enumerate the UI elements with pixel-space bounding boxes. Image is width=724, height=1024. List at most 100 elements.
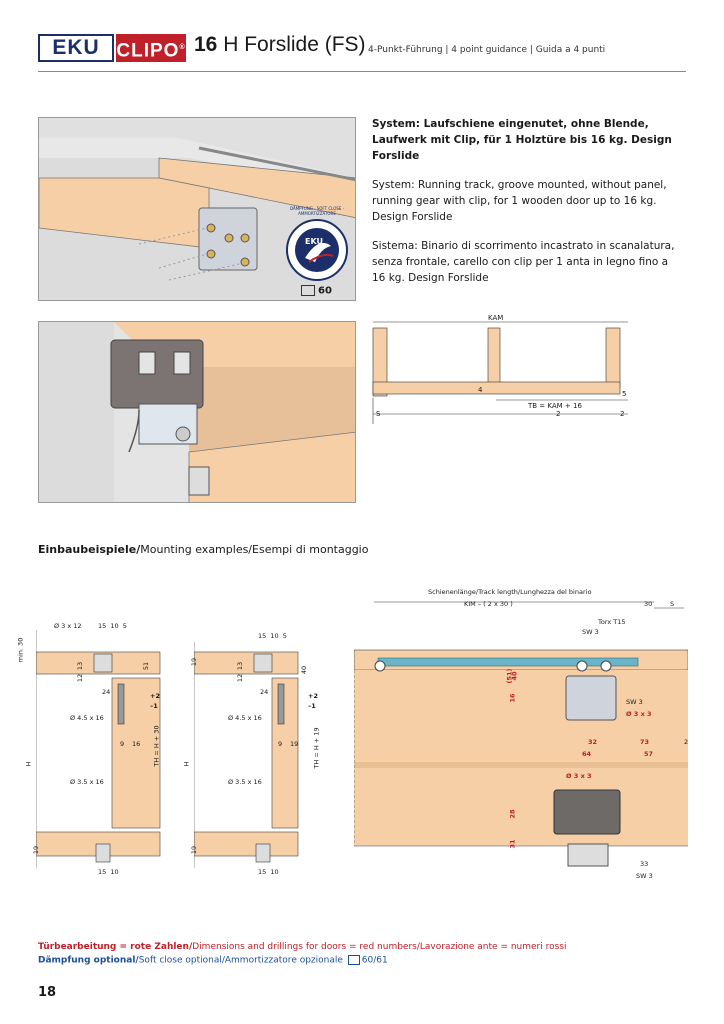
sw3-label-2: SW 3	[626, 698, 643, 706]
mid-d19b: 19	[290, 740, 299, 748]
mounting-heading: Einbaubeispiele/Mounting examples/Esempi…	[38, 543, 368, 556]
badge-ring-text: DÄMPFUNG · SOFT CLOSE · AMMORTIZZATORE	[289, 206, 344, 216]
left-d12: 12	[76, 673, 85, 683]
product-illustration-top: EKU DÄMPFUNG · SOFT CLOSE · AMMORTIZZATO…	[38, 117, 356, 301]
section-mid-svg	[193, 642, 299, 868]
sw3-label-3: SW 3	[636, 872, 653, 880]
left-min30: min. 30	[16, 637, 25, 663]
mid-d24: 24	[260, 688, 269, 696]
eku-logo: EKU	[38, 34, 114, 62]
header-divider	[38, 71, 686, 72]
track-length-label: Schienenlänge/Track length/Lunghezza del…	[428, 588, 592, 596]
dim-2: 2	[684, 738, 689, 746]
mid-d45x16: Ø 4.5 x 16	[228, 714, 262, 722]
dim-5-label: 5	[622, 390, 627, 398]
cabinet-dimension-drawing: KAM 4 5 TB = KAM + 16 2 S 2	[370, 314, 634, 426]
cabinet-dimension-svg	[372, 321, 628, 424]
footer-line-2: Dämpfung optional/Soft close optional/Am…	[38, 955, 388, 966]
page-title: 16 H Forslide (FS)	[194, 33, 366, 57]
mid-d19: 19	[190, 657, 199, 667]
left-bottom-dims: 15 10	[98, 868, 119, 876]
left-th: TH = H + 30	[152, 725, 161, 767]
s-label: S	[376, 410, 381, 418]
model-number: 16	[194, 33, 218, 56]
dim-57: 57	[644, 750, 654, 758]
footer-red-label: Türbearbeitung = rote Zahlen/	[38, 942, 193, 952]
left-top-dims: 15 10 5	[98, 622, 127, 630]
footer-line2-rest: Soft close optional/Ammortizzatore opzio…	[138, 955, 343, 966]
product-illustration-top-drawing	[39, 118, 355, 300]
left-d35x16: Ø 3.5 x 16	[70, 778, 104, 786]
dim-3x3: Ø 3 x 3	[626, 710, 652, 718]
section-drawing-left: Ø 3 x 12 15 10 5 min. 30 51 13 12 24 +2 …	[16, 618, 170, 880]
book-ref-number: 60	[318, 285, 332, 297]
dim-30: 30	[644, 600, 653, 608]
mid-bottom-dims: 15 10	[258, 868, 279, 876]
mounting-heading-bold: Einbaubeispiele/	[38, 543, 141, 556]
left-d19: 19	[32, 845, 41, 855]
left-h: H	[24, 761, 33, 767]
dim-28: 28	[508, 809, 517, 819]
registered-mark: ®	[179, 44, 186, 51]
kam-label: KAM	[488, 314, 504, 322]
dim-s: S	[670, 600, 675, 608]
mid-d12: 12	[236, 673, 245, 683]
mid-d13: 13	[236, 661, 245, 671]
page-number: 18	[38, 985, 57, 1000]
sw3-label: SW 3	[582, 628, 599, 636]
clipo-logo: CLIPO®	[116, 34, 186, 62]
description-de: System: Laufschiene eingenutet, ohne Ble…	[372, 118, 672, 162]
tb-divisor: 2	[556, 410, 561, 418]
dim-40: 40	[510, 671, 519, 681]
dim-4-label: 4	[478, 386, 483, 394]
mid-minus1: –1	[308, 702, 316, 710]
dim-33: 33	[640, 860, 649, 868]
eku-badge-label: EKU	[305, 237, 324, 246]
product-illustration-clip	[38, 321, 356, 503]
dim-3x3-b: Ø 3 x 3	[566, 772, 592, 780]
left-d3x12: Ø 3 x 12	[54, 622, 82, 630]
system-description: System: Laufschiene eingenutet, ohne Ble…	[372, 116, 682, 299]
elevation-drawing: Schienenlänge/Track length/Lunghezza del…	[353, 586, 689, 882]
mid-th: TH = H + 19	[312, 727, 321, 769]
footer-ref: 60/61	[361, 955, 388, 966]
mid-top-dims: 15 10 5	[258, 632, 287, 640]
left-d45x16: Ø 4.5 x 16	[70, 714, 104, 722]
book-icon	[301, 285, 315, 296]
dim-16: 16	[508, 693, 517, 703]
mid-bottom-19: 19	[190, 845, 199, 855]
mid-d40: 40	[300, 665, 309, 675]
mid-h: H	[182, 761, 191, 767]
footer-line-1: Türbearbeitung = rote Zahlen/Dimensions …	[38, 942, 567, 952]
model-name: H Forslide (FS)	[223, 33, 366, 56]
clipo-logo-text: CLIPO	[116, 40, 180, 62]
elevation-svg	[353, 601, 689, 867]
dim-31: 31	[508, 839, 517, 849]
mounting-heading-rest: Mounting examples/Esempi di montaggio	[140, 543, 369, 556]
footer-line1-rest: Dimensions and drillings for doors = red…	[192, 942, 567, 952]
dim-32: 32	[588, 738, 598, 746]
footer-blue-label: Dämpfung optional/	[38, 955, 139, 966]
left-d24: 24	[102, 688, 111, 696]
mid-plus2: +2	[308, 692, 318, 700]
left-plus2: +2	[150, 692, 160, 700]
kim-label: KIM – ( 2 x 30 )	[464, 600, 513, 608]
section-left-svg	[35, 630, 161, 868]
two-label: 2	[620, 410, 625, 418]
dim-73: 73	[640, 738, 650, 746]
left-minus1: –1	[150, 702, 158, 710]
torx-label: Torx T15	[598, 618, 626, 626]
section-drawing-mid: 15 10 5 19 40 13 12 24 +2 –1 Ø 4.5 x 16 …	[182, 632, 328, 880]
mid-d9: 9	[278, 740, 283, 748]
left-d9: 9	[120, 740, 125, 748]
description-en: System: Running track, groove mounted, w…	[372, 179, 667, 223]
left-d51: 51	[142, 661, 151, 671]
mid-d35x16: Ø 3.5 x 16	[228, 778, 262, 786]
guidance-subtitle: 4-Punkt-Führung | 4 point guidance | Gui…	[368, 45, 606, 55]
book-icon-footer	[347, 955, 360, 965]
left-d13: 13	[76, 661, 85, 671]
description-it: Sistema: Binario di scorrimento incastra…	[372, 240, 675, 284]
book-reference: 60	[301, 285, 332, 297]
tb-label: TB = KAM + 16	[528, 402, 582, 410]
left-d16: 16	[132, 740, 141, 748]
